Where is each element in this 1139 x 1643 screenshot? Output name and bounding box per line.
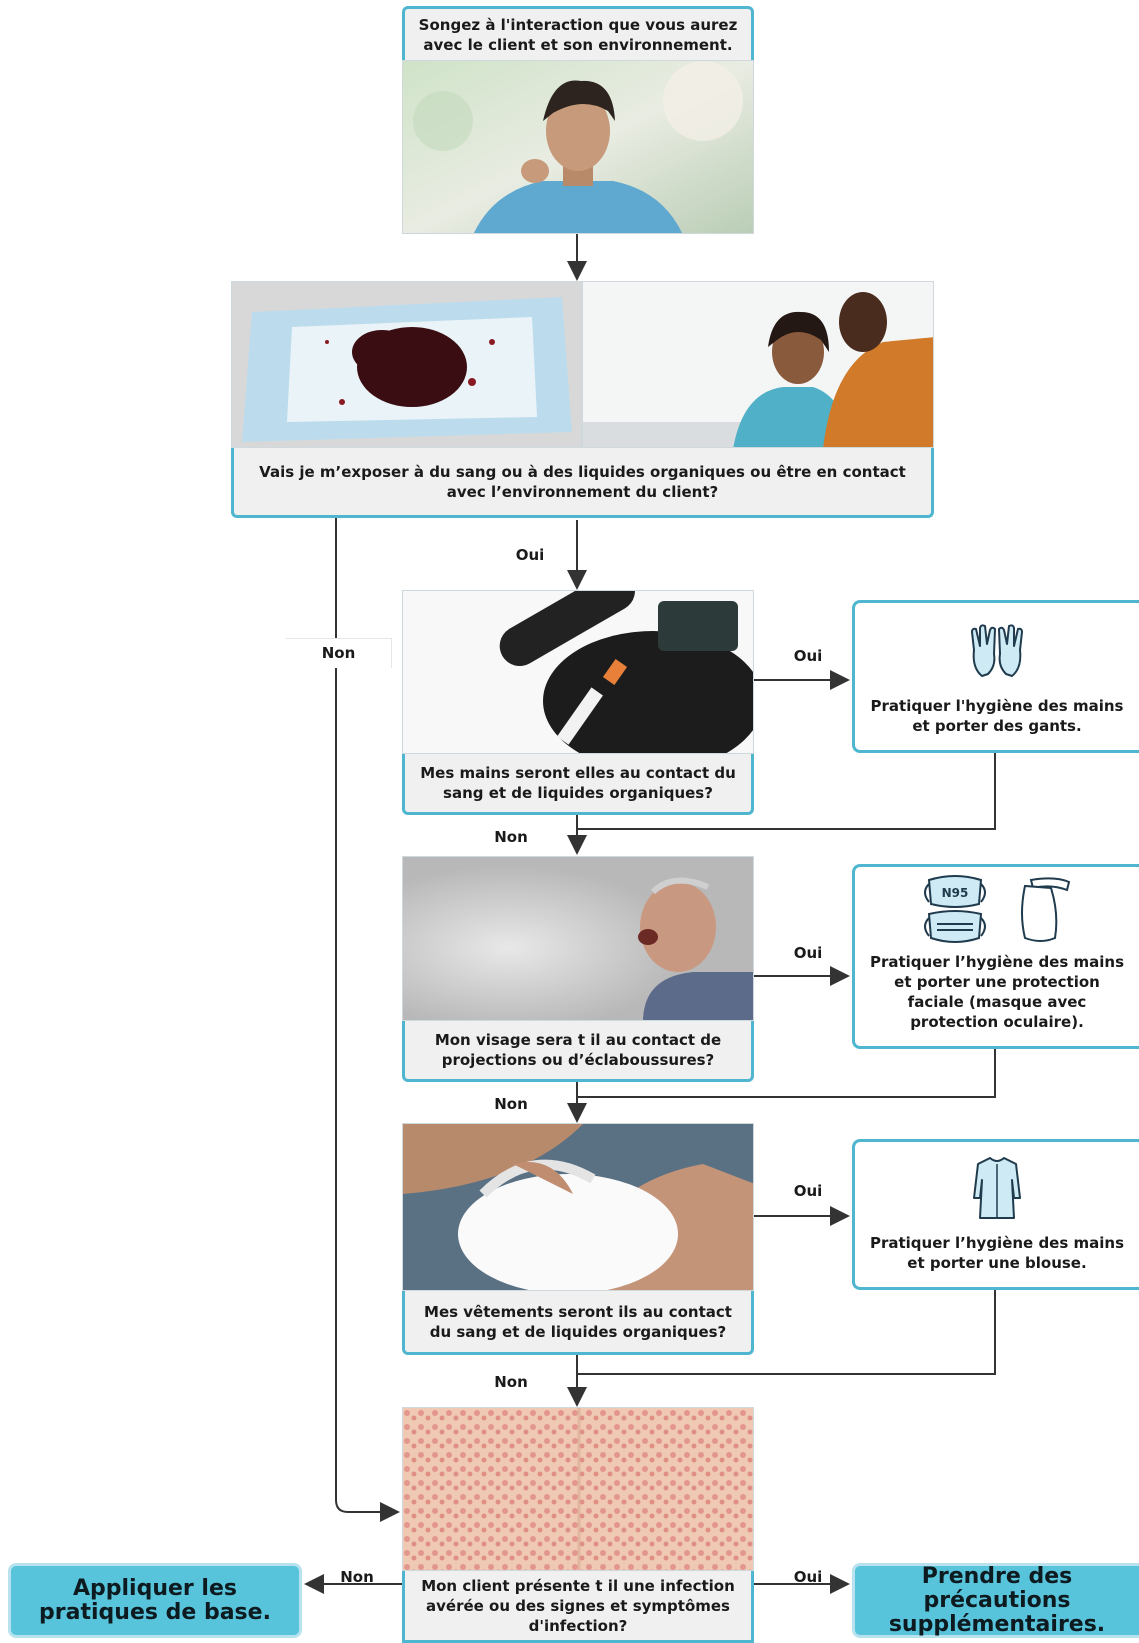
q4-yes-label: Oui — [793, 1182, 823, 1200]
q5-question-text: Mon client présente t il une infection a… — [421, 1576, 735, 1635]
q2-yes-label: Oui — [793, 647, 823, 665]
nurse-with-client-image — [582, 281, 934, 448]
action-gown-text: Pratiquer l’hygiène des mains et porter … — [869, 1234, 1125, 1272]
action-gown: Pratiquer l’hygiène des mains et porter … — [852, 1139, 1139, 1290]
q5-no-label: Non — [340, 1568, 374, 1586]
q1-yes-label: Oui — [515, 546, 545, 564]
q3-question-text: Mon visage sera t il au contact de proje… — [434, 1031, 722, 1069]
connector-gown-return — [577, 1290, 996, 1375]
q2-question-text: Mes mains seront elles au contact du san… — [420, 764, 736, 802]
q5-yes-label: Oui — [793, 1568, 823, 1586]
action-face: N95 Pratiquer l’hygiène des mains et por… — [852, 864, 1139, 1049]
q2-no-label: Non — [494, 828, 528, 846]
gown-icon — [973, 1156, 1021, 1219]
q4-question-text: Mes vêtements seront ils au contact du s… — [424, 1302, 732, 1341]
rash-back-image — [402, 1407, 754, 1571]
glucometer-image — [402, 590, 754, 754]
q3-no-label: Non — [494, 1095, 528, 1113]
start-prompt: Songez à l'interaction que vous aurez av… — [402, 6, 754, 61]
q3-question: Mon visage sera t il au contact de proje… — [402, 1021, 754, 1082]
incontinence-brief-image — [402, 1123, 754, 1291]
connector-q1-q5 — [335, 516, 400, 1522]
outcome-basic-text: Appliquer les pratiques de base. — [39, 1575, 271, 1625]
action-gloves-text: Pratiquer l'hygiène des mains et porter … — [870, 697, 1124, 735]
connector-gloves-return — [577, 753, 996, 830]
blood-pad-image — [231, 281, 582, 448]
face-shield-icon — [1021, 876, 1071, 942]
q4-no-label: Non — [494, 1373, 528, 1391]
gloves-icon — [971, 623, 1023, 677]
action-gloves: Pratiquer l'hygiène des mains et porter … — [852, 600, 1139, 753]
connector-face-return — [577, 1049, 996, 1098]
nurse-thinking-image — [402, 60, 754, 234]
q3-yes-label: Oui — [793, 944, 823, 962]
q5-question: Mon client présente t il une infection a… — [402, 1571, 754, 1643]
outcome-basic: Appliquer les pratiques de base. — [8, 1563, 302, 1638]
coughing-man-image — [402, 856, 754, 1021]
outcome-additional: Prendre des précautions supplémentaires. — [852, 1563, 1139, 1638]
n95-label: N95 — [942, 886, 969, 900]
action-face-text: Pratiquer l’hygiène des mains et porter … — [869, 953, 1125, 1031]
q4-question: Mes vêtements seront ils au contact du s… — [402, 1291, 754, 1355]
outcome-additional-text: Prendre des précautions supplémentaires. — [888, 1563, 1106, 1637]
start-prompt-text: Songez à l'interaction que vous aurez av… — [418, 16, 738, 54]
n95-mask-icon: N95 — [924, 874, 986, 943]
q1-no-label: Non — [286, 638, 392, 668]
q2-question: Mes mains seront elles au contact du san… — [402, 754, 754, 815]
q1-question: Vais je m’exposer à du sang ou à des liq… — [231, 448, 934, 518]
q1-question-text: Vais je m’exposer à du sang ou à des liq… — [259, 462, 906, 501]
